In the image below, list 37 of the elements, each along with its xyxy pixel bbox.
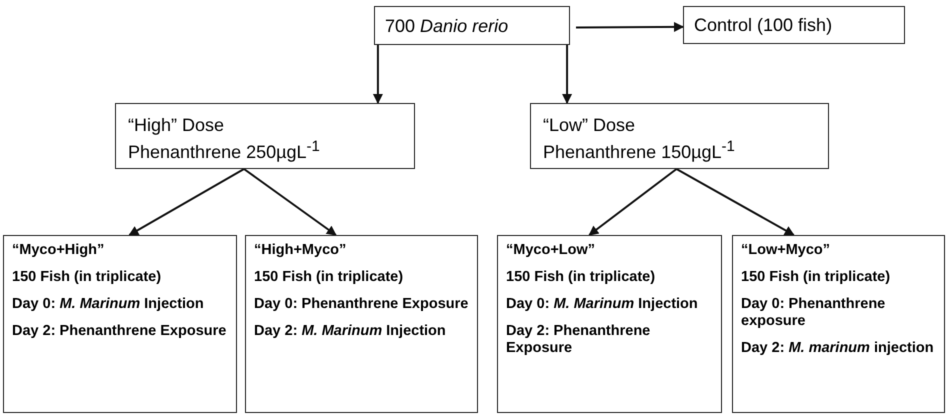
box-heading: “High” Dose — [128, 114, 226, 136]
process-box — [683, 6, 905, 44]
arrow — [372, 45, 383, 104]
arrow — [562, 45, 572, 104]
box-text: 150 Fish (in triplicate) — [12, 269, 162, 286]
box-text: Day 0: Phenanthrene Exposure — [254, 296, 469, 313]
box-text: Day 2: Phenanthrene Exposure — [12, 323, 228, 340]
box-text: Day 0: Phenanthrene exposure — [741, 296, 886, 330]
box-text: Day 0: M. Marinum Injection — [12, 296, 205, 313]
box-text: 150 Fish (in triplicate) — [254, 269, 404, 286]
arrow — [576, 22, 684, 32]
arrow — [588, 168, 678, 236]
arrow — [243, 168, 337, 236]
box-text: Phenanthrene 150µgL$^{-1}$ — [543, 137, 736, 163]
group-box — [732, 235, 945, 413]
box-heading: Control (100 fish) — [694, 14, 834, 36]
box-text: 150 Fish (in triplicate) — [506, 269, 656, 286]
box-text: Day 0: M. Marinum Injection — [506, 296, 699, 313]
box-heading: “Low” Dose — [543, 114, 636, 136]
process-box — [374, 6, 570, 45]
box-heading: “Myco+Low” — [506, 242, 596, 259]
box-text: Day 2: Phenanthrene Exposure — [506, 323, 652, 357]
group-box — [245, 235, 478, 413]
box-heading: “Myco+High” — [12, 242, 106, 259]
group-box — [497, 235, 722, 413]
box-text: Day 2: M. marinum injection — [741, 340, 935, 357]
box-text: Phenanthrene 250µgL$^{-1}$ — [128, 137, 321, 163]
box-text: 150 Fish (in triplicate) — [741, 269, 892, 286]
box-heading: 700 Danio rerio — [385, 15, 510, 37]
box-heading: “High+Myco” — [254, 242, 348, 259]
process-box — [115, 103, 415, 169]
box-heading: “Low+Myco” — [741, 242, 832, 259]
arrow — [676, 168, 795, 236]
box-text: Day 2: M. Marinum Injection — [254, 323, 447, 340]
group-box — [3, 235, 237, 413]
process-box — [530, 103, 829, 169]
arrow — [128, 168, 244, 236]
